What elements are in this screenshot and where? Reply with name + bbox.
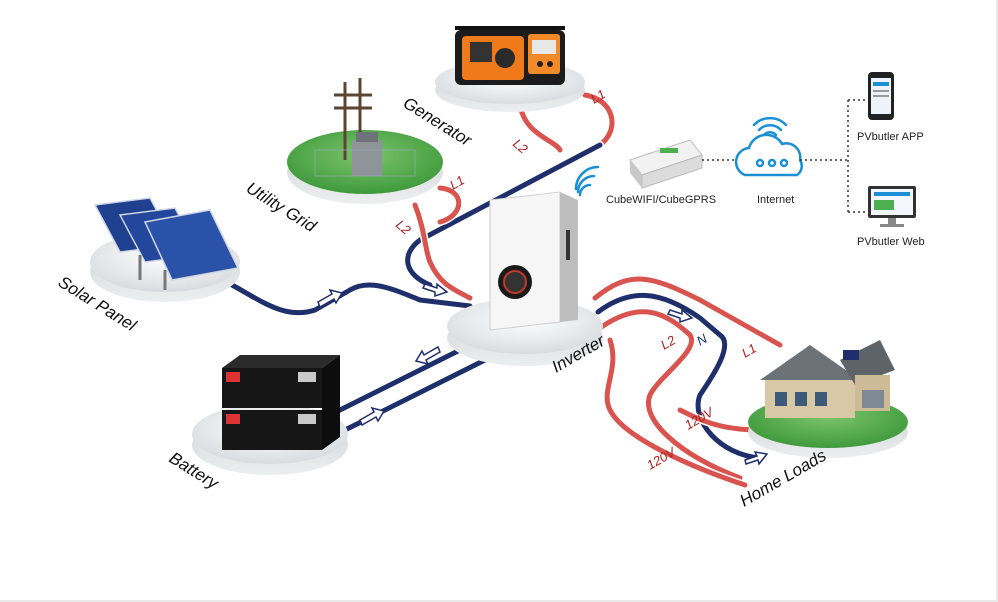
- grid-l2-label: L2: [393, 217, 414, 238]
- home-loads-node: [748, 340, 908, 458]
- flow-arrows: [317, 282, 769, 466]
- home-l2-label: L2: [658, 332, 679, 353]
- solar-panel-node: [90, 197, 240, 302]
- gen-l1-wire: [582, 92, 615, 148]
- comm-module-label: CubeWIFI/CubeGPRS: [606, 194, 716, 206]
- home-arrow-a-icon: [666, 308, 694, 324]
- solar-arrow-icon: [317, 288, 344, 309]
- home-l1-label: L1: [739, 340, 759, 360]
- solar-panel-icon: [93, 197, 240, 290]
- battery-node: [192, 355, 348, 475]
- battery-in-arrow-icon: [359, 406, 386, 427]
- utility-grid-node: [287, 78, 443, 204]
- home-n-wire: [595, 292, 763, 461]
- gen-l1-label: L1: [588, 86, 608, 106]
- fence-icon: [314, 149, 416, 177]
- generator-node: [435, 26, 585, 112]
- home-l2-wire: [597, 309, 743, 481]
- home-n-label: N: [694, 331, 710, 349]
- grid-l2-wire: [412, 202, 473, 301]
- cloud-wifi-icon: [752, 116, 788, 137]
- phone-icon: [868, 72, 894, 120]
- desktop-monitor-icon: [868, 186, 916, 227]
- house-icon: [760, 340, 895, 418]
- network-links: [800, 99, 868, 213]
- inverter-icon: [489, 191, 578, 331]
- battery-wire-a: [327, 342, 473, 418]
- wifi-signal-icon: [574, 165, 600, 197]
- monitoring-group: [629, 72, 916, 227]
- internet-label: Internet: [757, 194, 794, 206]
- battery-out-arrow-icon: [414, 345, 441, 366]
- gen-l2-wire: [517, 102, 563, 153]
- gen-arrow-icon: [421, 282, 449, 298]
- generator-icon: [455, 26, 565, 85]
- home-arrow-b-icon: [744, 451, 769, 466]
- home-l2b-wire: [604, 337, 748, 488]
- web-label: PVbutler Web: [857, 236, 925, 248]
- app-label: PVbutler APP: [857, 131, 924, 143]
- gen-l2-label: L2: [510, 136, 531, 157]
- internet-cloud-icon: [734, 133, 803, 177]
- home-l1-wire: [592, 276, 783, 348]
- grid-l1-label: L1: [447, 172, 467, 192]
- grid-l1-wire: [437, 185, 462, 225]
- battery-rack-icon: [222, 355, 340, 450]
- transformer-icon: [352, 132, 382, 176]
- cube-wifi-module-icon: [629, 139, 703, 189]
- inverter-node: [447, 165, 603, 366]
- gen-neutral-wire: [405, 142, 603, 288]
- wires: [228, 91, 784, 489]
